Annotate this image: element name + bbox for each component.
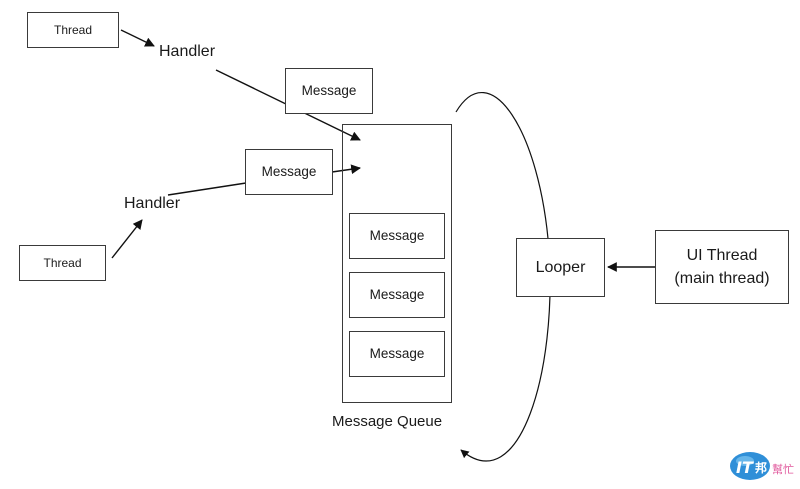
arrow-thread-to-handler-top xyxy=(120,29,155,47)
looper-box: Looper xyxy=(516,238,605,297)
queue-message-label-1: Message xyxy=(369,227,425,243)
message-queue-container xyxy=(342,124,452,403)
handler-label-bottom: Handler xyxy=(124,195,181,212)
message-queue-label: Message Queue xyxy=(332,413,443,430)
line-handler-bottom-to-message xyxy=(167,182,247,196)
ui-thread-label: UI Thread xyxy=(686,246,758,264)
thread-label-top: Thread xyxy=(53,22,93,37)
handler-label-top: Handler xyxy=(159,43,216,60)
arrow-message-to-queue xyxy=(331,164,361,175)
ithelp-logo: IT 邦 幫忙 xyxy=(728,447,800,484)
message-label-mid: Message xyxy=(261,163,317,179)
svg-text:IT: IT xyxy=(736,458,754,477)
queue-message-label-2: Message xyxy=(369,286,425,302)
ui-thread-sublabel: (main thread) xyxy=(674,270,770,287)
queue-message-3: Message xyxy=(349,331,445,377)
arrow-thread-to-handler-bottom xyxy=(111,219,143,259)
message-label-top: Message xyxy=(301,82,357,98)
queue-message-label-3: Message xyxy=(369,345,425,361)
ui-thread-box: UI Thread (main thread) xyxy=(655,230,789,304)
message-box-mid: Message xyxy=(245,149,333,195)
thread-box-top: Thread xyxy=(27,12,119,48)
ithelp-logo-graphic: IT 邦 幫忙 xyxy=(730,452,794,480)
thread-box-bottom: Thread xyxy=(19,245,106,281)
queue-message-2: Message xyxy=(349,272,445,318)
looper-label: Looper xyxy=(535,258,586,276)
message-box-top: Message xyxy=(285,68,373,114)
svg-text:幫忙: 幫忙 xyxy=(772,462,794,476)
svg-text:邦: 邦 xyxy=(755,460,767,475)
queue-message-1: Message xyxy=(349,213,445,259)
thread-label-bottom: Thread xyxy=(43,255,82,270)
